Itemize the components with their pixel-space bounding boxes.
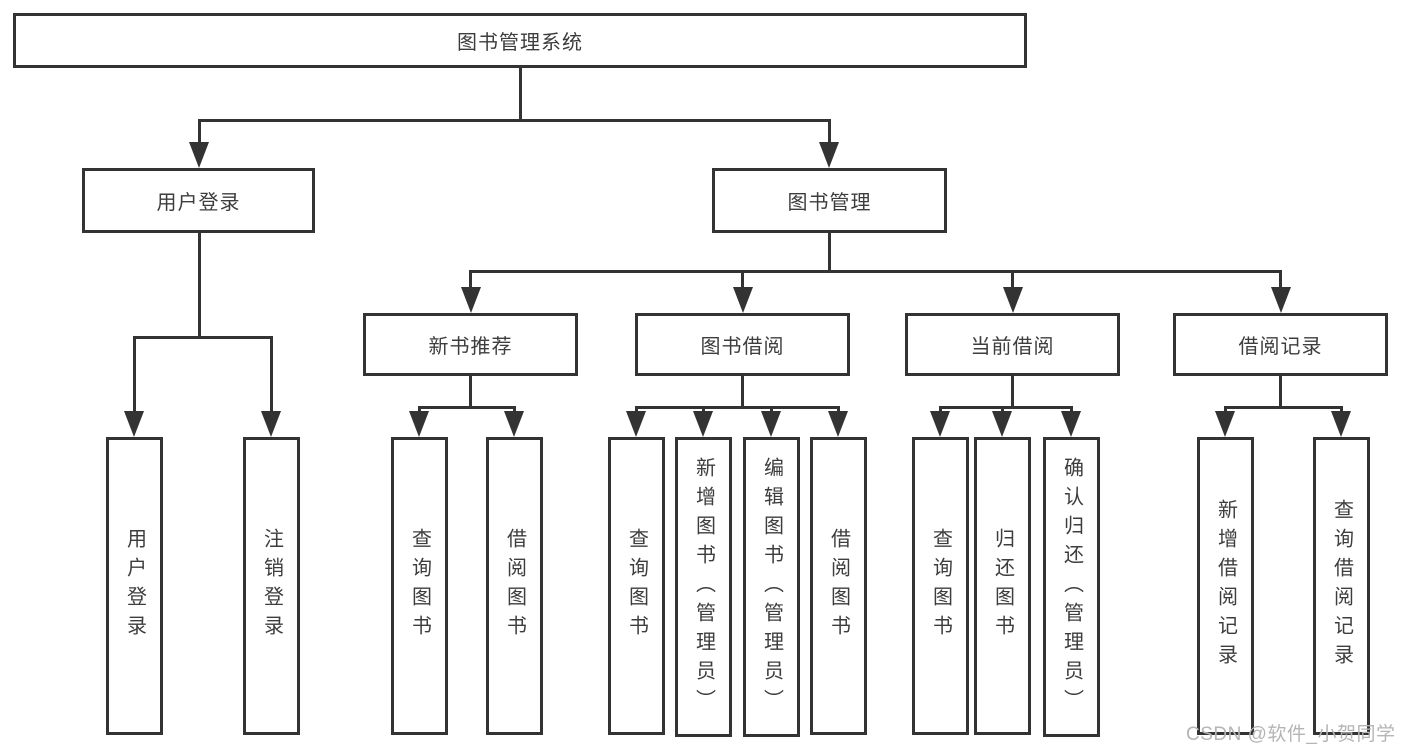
arrow-to-new-book (469, 270, 472, 287)
arrow-to-nb-query (417, 406, 421, 411)
connector-book-borrow-split (634, 406, 840, 409)
leaf-cb-confirm-return-admin: 确认归还（管理员） (1043, 437, 1100, 737)
arrow-to-cb-query (938, 406, 942, 411)
node-root: 图书管理系统 (13, 13, 1027, 68)
arrow-to-borrow-record (1279, 270, 1282, 287)
connector-root-stem (518, 68, 522, 122)
leaf-bb-add-books-admin: 新增图书（管理员） (675, 437, 732, 737)
arrow-to-leaf-user-login (132, 336, 136, 411)
connector-new-book-split (417, 406, 516, 409)
node-book-borrow: 图书借阅 (635, 313, 850, 376)
connector-book-mgmt-split (469, 270, 1282, 273)
connector-book-borrow-stem (741, 376, 744, 409)
arrow-to-book-borrow (741, 270, 744, 287)
leaf-nb-borrow-books: 借阅图书 (486, 437, 543, 735)
leaf-bb-edit-books-admin: 编辑图书（管理员） (743, 437, 800, 737)
arrow-to-nb-borrow (512, 406, 516, 411)
connector-root-split (197, 119, 831, 122)
leaf-bb-query-books: 查询图书 (608, 437, 665, 735)
arrow-to-bb-borrow (836, 406, 840, 411)
connector-current-borrow-split (938, 406, 1073, 409)
arrow-to-bb-edit (769, 406, 773, 411)
node-user-login: 用户登录 (82, 168, 315, 233)
leaf-br-query-record: 查询借阅记录 (1313, 437, 1370, 735)
connector-user-login-split (132, 336, 273, 339)
arrow-to-bb-add (701, 406, 705, 411)
leaf-logout: 注销登录 (243, 437, 300, 735)
arrow-to-bb-query (634, 406, 638, 411)
connector-borrow-record-split (1223, 406, 1343, 409)
leaf-user-login: 用户登录 (106, 437, 163, 735)
arrow-to-leaf-logout (269, 336, 273, 411)
connector-current-borrow-stem (1011, 376, 1014, 409)
leaf-nb-query-books: 查询图书 (391, 437, 448, 735)
csdn-watermark: CSDN @软件_小贺同学 (1186, 724, 1396, 745)
connector-user-login-stem (197, 233, 201, 339)
arrow-to-cb-confirm (1069, 406, 1073, 411)
node-borrow-record: 借阅记录 (1173, 313, 1388, 376)
arrow-to-br-query (1339, 406, 1343, 411)
connector-borrow-record-stem (1279, 376, 1282, 409)
leaf-bb-borrow-books: 借阅图书 (810, 437, 867, 735)
leaf-cb-return-books: 归还图书 (974, 437, 1031, 735)
arrow-to-user-login (197, 119, 201, 142)
arrow-to-book-mgmt (827, 119, 831, 142)
arrow-to-cb-return (1000, 406, 1004, 411)
node-new-book: 新书推荐 (363, 313, 578, 376)
arrow-to-current-borrow (1011, 270, 1014, 287)
leaf-cb-query-books: 查询图书 (912, 437, 969, 735)
connector-new-book-stem (469, 376, 472, 409)
arrow-to-br-add (1223, 406, 1227, 411)
connector-book-mgmt-stem (827, 233, 831, 273)
leaf-br-add-record: 新增借阅记录 (1197, 437, 1254, 735)
node-current-borrow: 当前借阅 (905, 313, 1120, 376)
node-book-mgmt: 图书管理 (712, 168, 947, 233)
